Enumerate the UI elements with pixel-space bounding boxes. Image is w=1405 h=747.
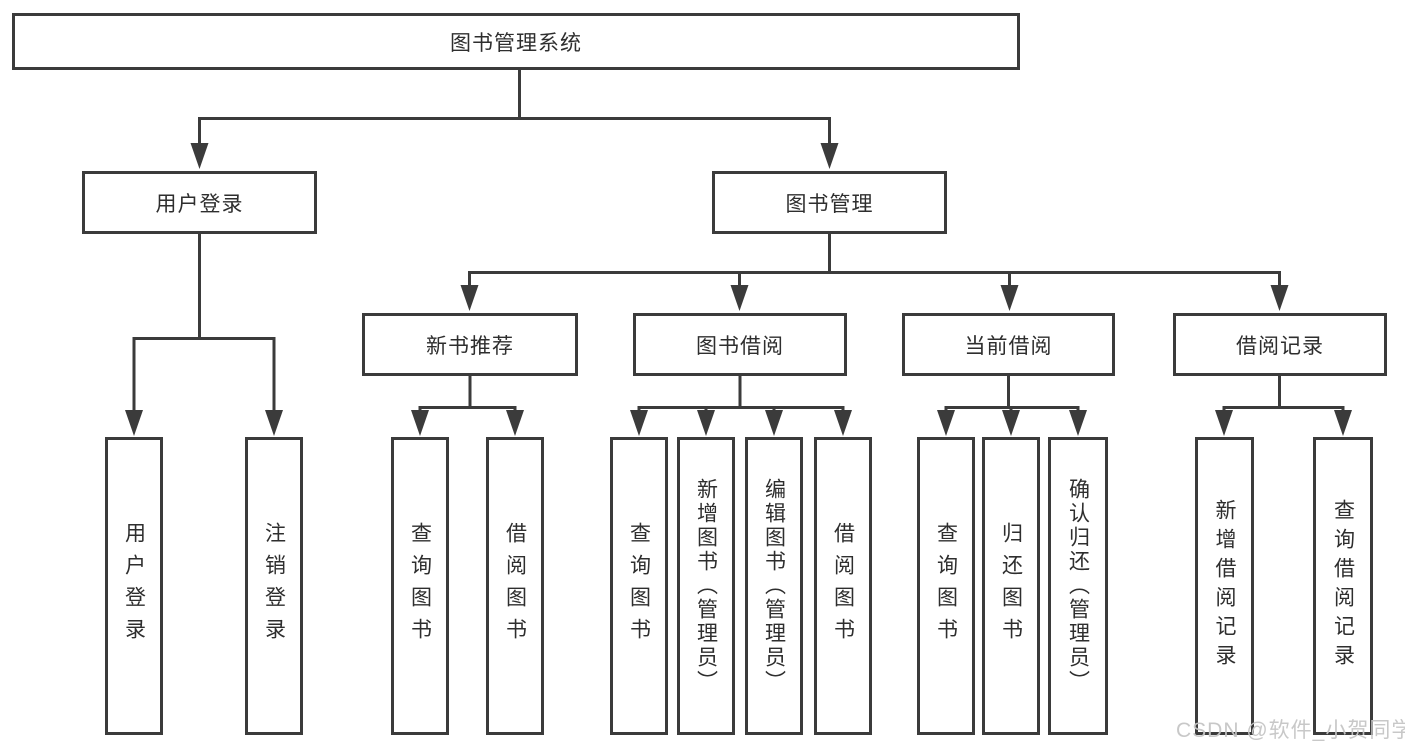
node-label: 新增图书（管理员） (694, 478, 718, 694)
node-user-login-branch: 用户登录 (82, 171, 317, 234)
node-borrow-records: 借阅记录 (1173, 313, 1387, 376)
node-label: 借阅记录 (1236, 334, 1324, 358)
leaf-query-book-recommend: 查询图书 (391, 437, 449, 735)
node-label: 查询图书 (934, 522, 958, 650)
node-current-borrow: 当前借阅 (902, 313, 1115, 376)
node-library-management-system: 图书管理系统 (12, 13, 1020, 70)
leaf-edit-book-admin: 编辑图书（管理员） (745, 437, 803, 735)
node-label: 新书推荐 (426, 334, 514, 358)
leaf-query-book-current: 查询图书 (917, 437, 975, 735)
node-label: 确认归还（管理员） (1066, 478, 1090, 694)
node-label: 图书借阅 (696, 334, 784, 358)
node-label: 用户登录 (122, 522, 146, 650)
leaf-user-login: 用户登录 (105, 437, 163, 735)
node-label: 查询借阅记录 (1331, 499, 1355, 673)
node-label: 借阅图书 (503, 522, 527, 650)
node-label: 归还图书 (999, 522, 1023, 650)
leaf-confirm-return-admin: 确认归还（管理员） (1048, 437, 1108, 735)
node-label: 图书管理系统 (450, 31, 582, 55)
leaf-add-borrow-record: 新增借阅记录 (1195, 437, 1254, 735)
node-book-management: 图书管理 (712, 171, 947, 234)
node-label: 新增借阅记录 (1213, 499, 1236, 673)
leaf-logout: 注销登录 (245, 437, 303, 735)
leaf-return-book: 归还图书 (982, 437, 1040, 735)
node-label: 用户登录 (155, 192, 244, 216)
node-label: 查询图书 (627, 522, 651, 650)
arrowheads (125, 143, 1352, 436)
node-label: 编辑图书（管理员） (762, 478, 786, 694)
leaf-query-borrow-record: 查询借阅记录 (1313, 437, 1373, 735)
node-label: 注销登录 (262, 522, 286, 650)
node-label: 当前借阅 (964, 334, 1053, 358)
leaf-borrow-book-recommend: 借阅图书 (486, 437, 544, 735)
node-book-borrow: 图书借阅 (633, 313, 847, 376)
node-new-book-recommend: 新书推荐 (362, 313, 578, 376)
node-label: 查询图书 (408, 522, 432, 650)
leaf-query-book-borrow: 查询图书 (610, 437, 668, 735)
node-label: 图书管理 (785, 192, 874, 216)
leaf-add-book-admin: 新增图书（管理员） (677, 437, 735, 735)
leaf-borrow-book: 借阅图书 (814, 437, 872, 735)
node-label: 借阅图书 (831, 522, 855, 650)
csdn-watermark: CSDN @软件_小贺同学 (1176, 719, 1405, 742)
